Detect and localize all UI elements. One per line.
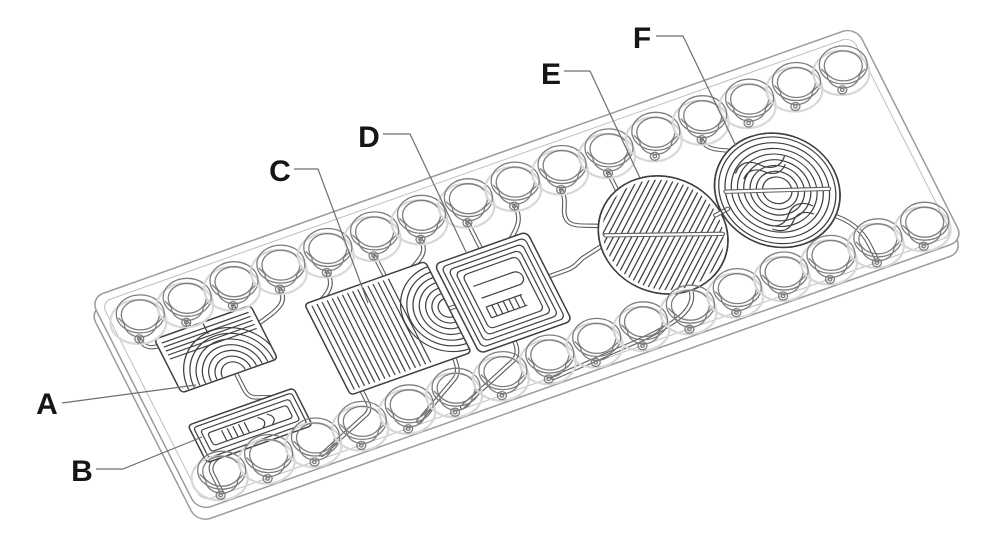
- pattern-line: [605, 167, 663, 274]
- pattern-line: [649, 188, 706, 296]
- pattern-line: [659, 193, 716, 301]
- microchannel: [546, 243, 606, 279]
- pattern-line: [412, 276, 465, 341]
- pattern-line: [610, 169, 668, 277]
- pattern-line: [326, 300, 371, 385]
- pattern-line: [207, 405, 293, 446]
- pattern-line: [195, 338, 269, 386]
- chamber-b-serpentine: [188, 388, 312, 463]
- pattern-line: [730, 147, 824, 233]
- pattern-line: [654, 191, 711, 298]
- label-d: D: [358, 121, 380, 154]
- pattern-line: [321, 301, 366, 387]
- pattern-line: [620, 174, 677, 282]
- pattern-line: [336, 296, 381, 381]
- chamber-f-upper-squiggle: [734, 155, 786, 174]
- pattern-line: [762, 176, 793, 205]
- pattern-line: [311, 305, 355, 390]
- leader-b: [96, 436, 203, 470]
- chamber-a-gradient-generator: [154, 305, 278, 393]
- chamber-d-square-mixer: [435, 232, 571, 353]
- pattern-line: [718, 136, 837, 245]
- chamber-b-comb: [220, 422, 251, 442]
- pattern-line: [664, 195, 721, 303]
- pattern-line: [418, 282, 462, 335]
- chamber-b-squiggle: [257, 413, 275, 429]
- chamber-f-outline: [713, 132, 841, 249]
- pattern-line: [456, 250, 551, 335]
- chip-body: [93, 29, 960, 520]
- pattern-line: [341, 294, 386, 379]
- pattern-line: [736, 153, 818, 228]
- label-c: C: [269, 155, 291, 188]
- pattern-line: [346, 292, 391, 378]
- leader-c: [294, 168, 369, 304]
- chamber-f-spiral-mixer: [713, 132, 841, 249]
- pattern-line: [387, 278, 432, 363]
- label-f: F: [633, 22, 651, 55]
- pattern-line: [644, 186, 702, 294]
- microchannel: [551, 285, 694, 380]
- pattern-line: [331, 298, 376, 383]
- chamber-c-parallel-channels: [305, 261, 471, 395]
- pattern-line: [220, 361, 246, 378]
- pattern-line: [214, 355, 252, 380]
- pattern-line: [437, 298, 454, 318]
- pattern-line: [362, 287, 406, 372]
- pattern-line: [169, 327, 257, 360]
- pattern-line: [399, 266, 470, 353]
- leader-a: [61, 384, 197, 404]
- pattern-line: [372, 283, 417, 369]
- pattern-line: [316, 303, 361, 388]
- microchannel: [461, 338, 519, 409]
- leader-e: [564, 70, 641, 179]
- pattern-line: [449, 244, 557, 341]
- pattern-line: [167, 323, 255, 356]
- label-b: B: [71, 455, 93, 488]
- microchannel: [320, 388, 371, 456]
- chamber-d-s-band: [473, 271, 525, 299]
- pattern-line: [200, 399, 300, 452]
- chamber-a-divider: [201, 322, 209, 335]
- microchannel: [417, 355, 459, 423]
- annotations: A B C D E F: [36, 22, 737, 488]
- pattern-line: [463, 256, 544, 329]
- pattern-line: [189, 332, 274, 388]
- pattern-line: [425, 287, 459, 330]
- pattern-line: [743, 159, 812, 222]
- pattern-line: [201, 344, 263, 384]
- chambers: [154, 132, 841, 463]
- pattern-line: [165, 319, 253, 352]
- microchannel: [234, 371, 272, 399]
- pattern-line: [625, 176, 682, 284]
- pattern-line: [615, 172, 672, 279]
- leader-f: [656, 35, 737, 147]
- pattern-line: [442, 238, 564, 347]
- pattern-line: [724, 142, 831, 239]
- label-a: A: [36, 388, 58, 421]
- chamber-f-lower-squiggle: [763, 203, 814, 227]
- pattern-line: [352, 291, 396, 376]
- label-e: E: [541, 58, 561, 91]
- pattern-line: [600, 164, 658, 272]
- pattern-line: [406, 271, 467, 347]
- pattern-line: [367, 285, 411, 370]
- pattern-line: [377, 282, 422, 367]
- pattern-line: [183, 327, 278, 390]
- pattern-line: [357, 289, 401, 374]
- chamber-d-ladder: [485, 293, 528, 319]
- pattern-line: [639, 184, 697, 291]
- microchannel: [560, 189, 601, 228]
- leader-d: [383, 133, 467, 253]
- pattern-line: [208, 349, 258, 382]
- pattern-line: [431, 292, 457, 324]
